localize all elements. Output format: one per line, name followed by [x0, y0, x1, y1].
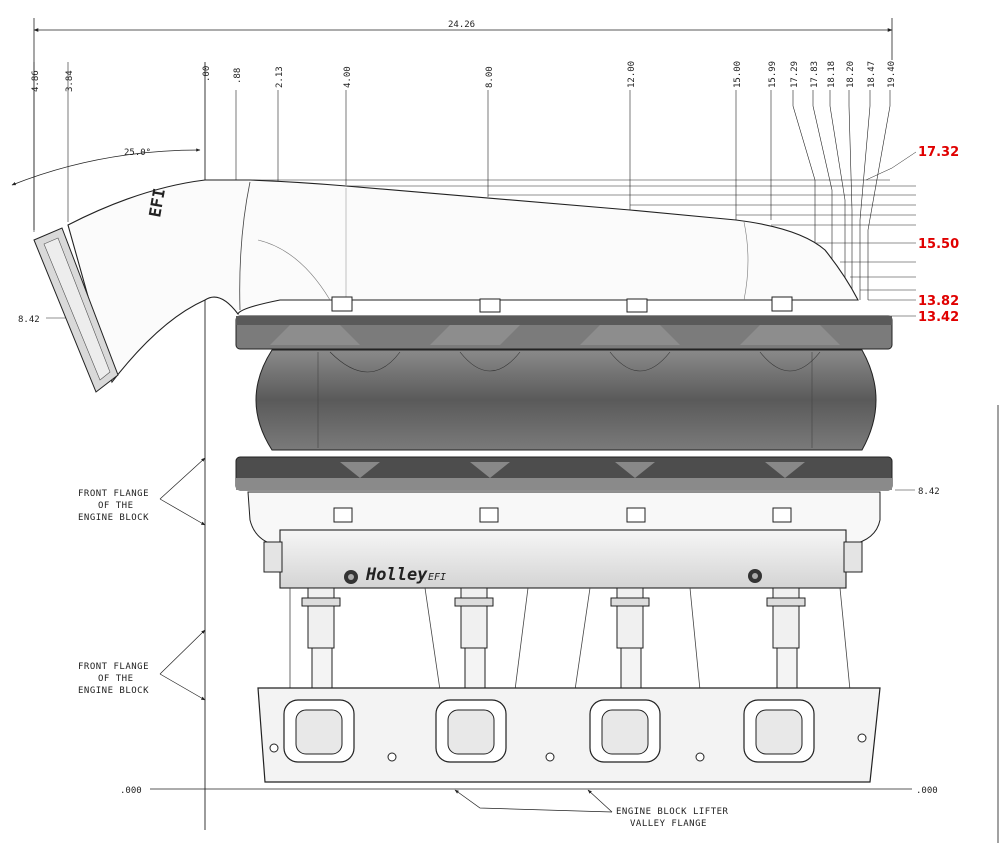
- red-dim-13-82: 13.82: [918, 294, 959, 309]
- valley-note-line-2: VALLEY FLANGE: [630, 819, 707, 829]
- dim-0-00: .00: [202, 66, 212, 82]
- upper-flange: [235, 296, 893, 350]
- dim-15-00: 15.00: [733, 61, 743, 88]
- dim-17-29: 17.29: [790, 61, 800, 88]
- front-flange-note-1-line-2: OF THE: [98, 501, 134, 511]
- right-height-label: 8.42: [918, 487, 940, 497]
- injector-2: [454, 587, 494, 689]
- dim-18-18: 18.18: [827, 61, 837, 88]
- dim-19-40: 19.40: [887, 61, 897, 88]
- dim-15-99: 15.99: [768, 61, 778, 88]
- front-flange-note-1-line-3: ENGINE BLOCK: [78, 513, 149, 523]
- injectors: [289, 587, 851, 691]
- dim-4-86: 4.86: [31, 70, 41, 92]
- port-4: [743, 699, 815, 763]
- elbow-inlet: EFI: [33, 179, 859, 393]
- rail-brand: Holley: [365, 565, 428, 585]
- spacer-body: [255, 349, 877, 451]
- injector-1: [301, 587, 341, 689]
- dim-18-47: 18.47: [867, 61, 877, 88]
- red-dim-15-50: 15.50: [918, 237, 959, 252]
- front-flange-note-1-line-1: FRONT FLANGE: [78, 489, 149, 499]
- dim-18-20: 18.20: [846, 61, 856, 88]
- height-leaders: [236, 151, 917, 317]
- rail-brand-suffix: EFI: [428, 572, 446, 583]
- injector-3: [610, 587, 650, 689]
- dim-3-84: 3.84: [65, 70, 75, 92]
- fuel-rail: Holley EFI: [263, 529, 863, 589]
- red-dim-13-42: 13.42: [918, 310, 959, 325]
- dim-17-83: 17.83: [810, 61, 820, 88]
- dim-4-00: 4.00: [343, 66, 353, 88]
- lower-flange: [235, 456, 893, 491]
- front-flange-note-lower: FRONT FLANGE OF THE ENGINE BLOCK: [78, 629, 206, 701]
- valley-flange-note: ENGINE BLOCK LIFTER VALLEY FLANGE: [454, 789, 729, 829]
- baseline-left-label: .000: [120, 786, 142, 796]
- port-1: [283, 699, 355, 763]
- injector-4: [766, 587, 806, 689]
- dim-2-13: 2.13: [275, 66, 285, 88]
- left-height-label: 8.42: [18, 315, 40, 325]
- dim-0-88: .88: [233, 68, 243, 84]
- port-3: [589, 699, 661, 763]
- port-2: [435, 699, 507, 763]
- front-flange-note-2-line-3: ENGINE BLOCK: [78, 686, 149, 696]
- head-flange: [257, 687, 881, 783]
- angle-dimension: 25.0°: [11, 148, 201, 186]
- overall-width-label: 24.26: [448, 20, 475, 30]
- dim-8-00: 8.00: [485, 66, 495, 88]
- front-flange-note-upper: FRONT FLANGE OF THE ENGINE BLOCK: [78, 457, 206, 526]
- angle-label: 25.0°: [124, 148, 151, 158]
- front-flange-note-2-line-1: FRONT FLANGE: [78, 662, 149, 672]
- red-dim-17-32: 17.32: [918, 145, 959, 160]
- dim-12-00: 12.00: [627, 61, 637, 88]
- elbow-logo: EFI: [145, 187, 169, 219]
- baseline: .000 .000: [120, 786, 938, 796]
- front-flange-note-2-line-2: OF THE: [98, 674, 134, 684]
- baseline-right-label: .000: [916, 786, 938, 796]
- valley-note-line-1: ENGINE BLOCK LIFTER: [616, 807, 729, 817]
